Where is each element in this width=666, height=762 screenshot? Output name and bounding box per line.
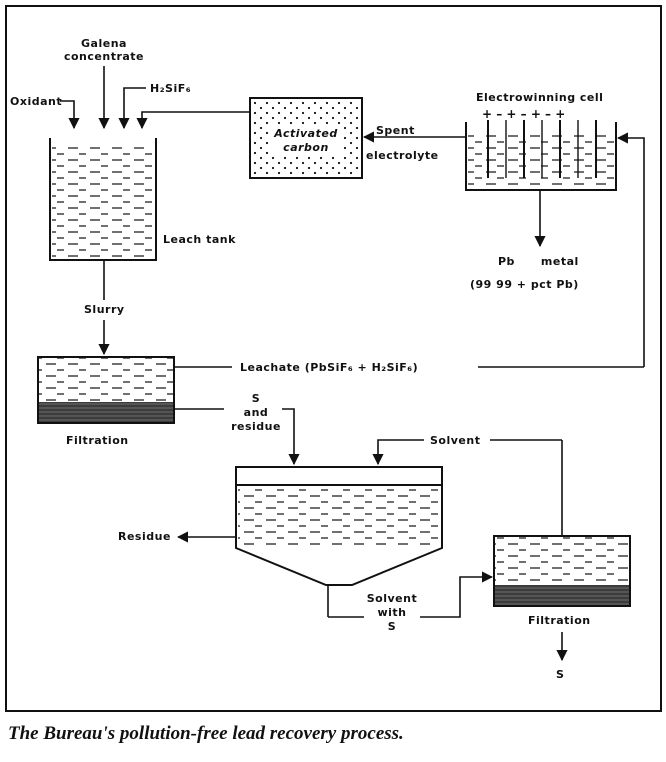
s-residue-arrow — [282, 408, 300, 466]
slurry-label: Slurry — [84, 303, 125, 316]
h2sif6-arrow — [118, 87, 146, 130]
solvent-with-s-label-line1: Solvent — [367, 592, 417, 605]
s-residue-label-line3: residue — [231, 420, 281, 433]
galena-label-line1: Galena — [81, 37, 127, 50]
pb-metal-label-line2: (99 99 + pct Pb) — [470, 278, 579, 291]
spent-electrolyte-label-line1: Spent — [376, 124, 415, 137]
filtration-2-label: Filtration — [528, 614, 591, 627]
spent-electrolyte-label-line2: electrolyte — [366, 149, 439, 162]
filtration-1-label: Filtration — [66, 434, 129, 447]
electrode-polarity-marks: + – + – + – + — [482, 107, 565, 121]
leachate-return-arrow — [616, 132, 645, 367]
activated-carbon-label-line2: carbon — [283, 141, 329, 154]
recycle-arrow — [136, 111, 250, 130]
activated-carbon-bed — [249, 97, 363, 179]
solvent-with-s-label-line3: S — [388, 620, 396, 633]
electrowinning-cell — [465, 120, 617, 191]
electrowinning-label: Electrowinning cell — [476, 91, 603, 104]
leach-tank — [49, 138, 157, 261]
solvent-arrow — [372, 439, 424, 466]
solvent-with-s-label-line2: with — [377, 606, 406, 619]
s-product-label: S — [556, 668, 564, 681]
oxidant-arrow — [60, 100, 80, 130]
leach-tank-label: Leach tank — [163, 233, 236, 246]
residue-label: Residue — [118, 530, 171, 543]
h2sif6-label: H₂SiF₆ — [150, 82, 191, 95]
solvent-with-s-arrow — [420, 571, 494, 618]
oxidant-label: Oxidant — [10, 95, 62, 108]
solvent-label: Solvent — [430, 434, 480, 447]
galena-label-line2: concentrate — [64, 50, 144, 63]
s-residue-label-line1: S — [252, 392, 260, 405]
s-residue-label-line2: and — [244, 406, 269, 419]
leachate-label: Leachate (PbSiF₆ + H₂SiF₆) — [240, 361, 418, 374]
figure-frame — [5, 5, 662, 712]
extraction-vessel — [235, 466, 443, 586]
figure-caption: The Bureau's pollution-free lead recover… — [8, 723, 404, 744]
filtration-unit-2 — [493, 535, 631, 607]
pb-metal-label-line1: Pb metal — [498, 255, 579, 268]
activated-carbon-label-line1: Activated — [273, 127, 337, 140]
filtration-unit-1 — [37, 356, 175, 424]
